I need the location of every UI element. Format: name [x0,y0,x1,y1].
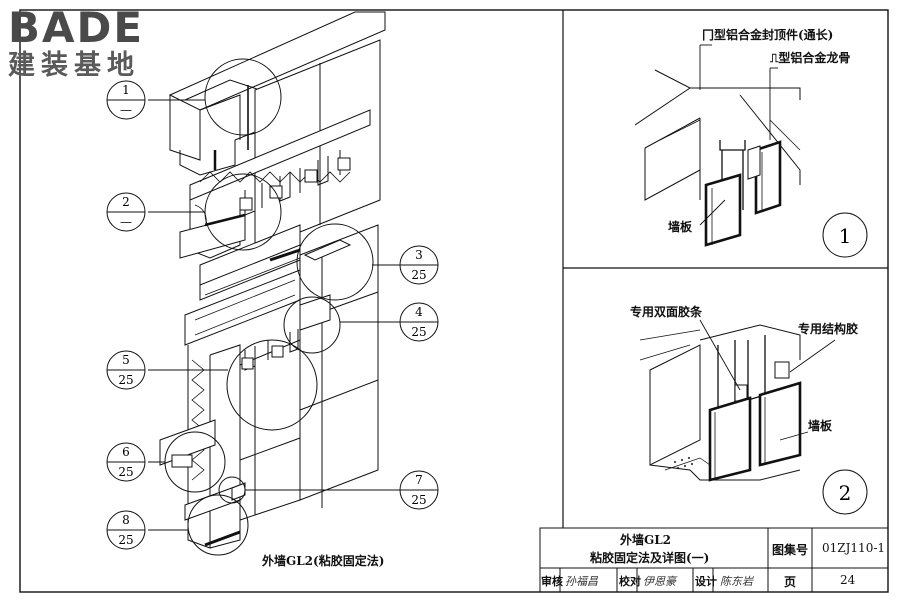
callout-3[interactable]: 3 25 [399,245,439,285]
callout-2-bottom: — [120,215,132,229]
callout-4-top: 4 [415,305,423,319]
detail-1-label-panel: 墙板 [668,220,693,234]
brand-logo-subtitle: 建装基地 [8,50,140,81]
design-signature: 陈东岩 [720,575,753,588]
leader-lines [148,99,400,531]
detail-2-number: 2 [839,481,852,505]
brand-logo-wordmark: BADE [8,3,145,52]
callout-group: 1 — 2 — 3 25 4 25 5 25 [106,80,439,550]
detail-1-label-keel-profile: ⎍型铝合金龙骨 [770,51,851,65]
detail-1-number-circle [822,212,868,258]
page-number: 24 [840,573,856,587]
main-isometric-wall-drawing [159,11,386,549]
atlas-number-label: 图集号 [772,543,809,557]
callout-1-bottom: — [120,103,132,117]
detail-2-label-panel: 墙板 [808,419,833,433]
brand-logo: BADE 建装基地 [8,6,178,86]
detail-circles [164,58,374,556]
main-drawing-caption: 外墙GL2(粘胶固定法) [262,554,385,568]
callout-4[interactable]: 4 25 [399,302,439,342]
callout-7-top: 7 [415,473,423,487]
callout-1[interactable]: 1 — [106,80,146,120]
callout-7-bottom: 25 [411,493,426,507]
callout-2[interactable]: 2 — [106,192,146,232]
callout-5-top: 5 [122,353,130,367]
title-block-grid [539,527,889,593]
detail-2-number-circle [822,469,868,515]
callout-2-top: 2 [122,195,130,209]
design-label: 设计 [695,575,717,588]
callout-8-bottom: 25 [118,533,133,547]
sheet-border [19,9,889,593]
callout-4-bottom: 25 [411,325,426,339]
detail-2-label-glue: 专用结构胶 [798,322,859,336]
review-label: 审核 [541,575,563,588]
callout-5[interactable]: 5 25 [106,350,146,390]
callout-3-bottom: 25 [411,268,426,282]
detail-2-label-tape: 专用双面胶条 [630,305,703,319]
callout-3-top: 3 [415,248,423,262]
detail-1-drawing [634,44,801,247]
detail-2-drawing [639,319,836,482]
callout-8-top: 8 [122,513,130,527]
detail-1-number: 1 [839,224,852,248]
callout-6-top: 6 [122,445,130,459]
callout-1-top: 1 [122,83,130,97]
atlas-number-value: 01ZJ110-1 [822,541,886,555]
check-signature: 伊恩豪 [643,575,676,588]
title-line-2: 粘胶固定法及详图(一) [590,551,710,565]
check-label: 校对 [619,575,641,588]
callout-8[interactable]: 8 25 [106,510,146,550]
callout-5-bottom: 25 [118,373,133,387]
review-signature: 孙福昌 [565,575,598,588]
callout-7[interactable]: 7 25 [399,470,439,510]
detail-1-label-cap-profile: 冂型铝合金封顶件(通长) [702,28,834,42]
page-label: 页 [784,575,797,589]
title-line-1: 外墙GL2 [620,533,672,547]
callout-6[interactable]: 6 25 [106,442,146,482]
callout-6-bottom: 25 [118,465,133,479]
